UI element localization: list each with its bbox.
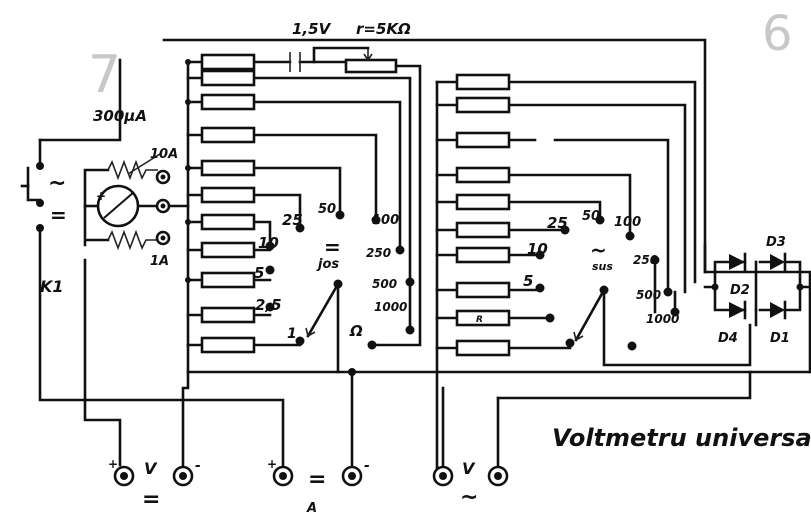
- right-range-5: 5: [523, 272, 533, 290]
- meter-shunts: [83, 153, 190, 251]
- right-range-250: 250: [633, 253, 658, 267]
- diode-d3-label: D3: [766, 235, 786, 250]
- svg-text:+: +: [96, 189, 106, 203]
- right-range-50: 50: [582, 209, 600, 224]
- terminal-v-ac-1[interactable]: [432, 465, 454, 487]
- left-ladder: [162, 38, 811, 374]
- k1-label: K1: [40, 277, 64, 296]
- pot-label: r=5KΩ: [356, 20, 411, 38]
- a-minus-label: -: [364, 458, 370, 474]
- right-mode-sus: sus: [592, 260, 613, 273]
- left-range-25: 25: [282, 211, 303, 229]
- terminal-v-ac-2[interactable]: [487, 465, 509, 487]
- v-ac-label: V: [462, 459, 476, 478]
- battery-label: 1,5V: [292, 20, 332, 38]
- right-contacts: [535, 215, 680, 351]
- k1-ac-label: ~: [48, 171, 66, 196]
- right-resistor-mark: R: [476, 315, 483, 325]
- left-mode-jos: jos: [316, 257, 339, 272]
- v-dc-label: V: [144, 459, 158, 478]
- left-range-100: 100: [372, 213, 399, 228]
- right-mode-ac: ~: [590, 238, 607, 262]
- a-mode-label: =: [308, 467, 326, 492]
- v-dc-plus-label: +: [108, 457, 118, 471]
- terminal-v-dc-plus[interactable]: [113, 465, 135, 487]
- left-range-1: 1: [287, 326, 297, 342]
- terminal-v-dc-minus[interactable]: [172, 465, 194, 487]
- v-ac-mode-label: ~: [460, 485, 478, 510]
- diode-d1-label: D1: [770, 331, 790, 346]
- range-1a-label: 1A: [150, 254, 169, 269]
- v-dc-mode-label: =: [142, 487, 160, 512]
- left-range-2-5: 2,5: [255, 296, 282, 314]
- right-range-100: 100: [614, 215, 641, 230]
- ohm-label: Ω: [349, 322, 363, 340]
- left-range-1000: 1000: [374, 300, 407, 314]
- diode-d4-label: D4: [718, 331, 738, 346]
- left-contacts: [185, 59, 415, 350]
- right-range-25: 25: [547, 214, 568, 232]
- range-10a-label: 10A: [150, 147, 178, 162]
- left-range-10: 10: [258, 234, 279, 252]
- k1-dc-label: =: [50, 203, 67, 227]
- left-mode-eq: =: [324, 235, 341, 259]
- diode-bridge: [703, 243, 811, 374]
- left-range-5: 5: [254, 264, 264, 282]
- v-dc-minus-label: -: [195, 458, 201, 474]
- right-range-10: 10: [527, 240, 548, 258]
- a-plus-label: +: [267, 457, 277, 471]
- page-number-right: 6: [762, 6, 793, 62]
- right-range-500: 500: [636, 288, 661, 302]
- terminal-a-minus[interactable]: [341, 465, 363, 487]
- page-number-left: 7: [88, 45, 121, 105]
- bottom-wiring: [83, 258, 752, 467]
- meter-icon: +: [96, 184, 140, 228]
- k1-switch: [20, 58, 285, 467]
- left-range-50: 50: [318, 202, 336, 217]
- left-range-250: 250: [366, 246, 391, 260]
- diode-d2-label: D2: [730, 283, 750, 298]
- terminal-a-plus[interactable]: [272, 465, 294, 487]
- left-range-500: 500: [372, 277, 397, 291]
- diagram-title: Voltmetru universal: [552, 424, 811, 452]
- right-ladder: [435, 73, 752, 472]
- right-range-1000: 1000: [646, 312, 679, 326]
- a-label: A: [306, 501, 317, 515]
